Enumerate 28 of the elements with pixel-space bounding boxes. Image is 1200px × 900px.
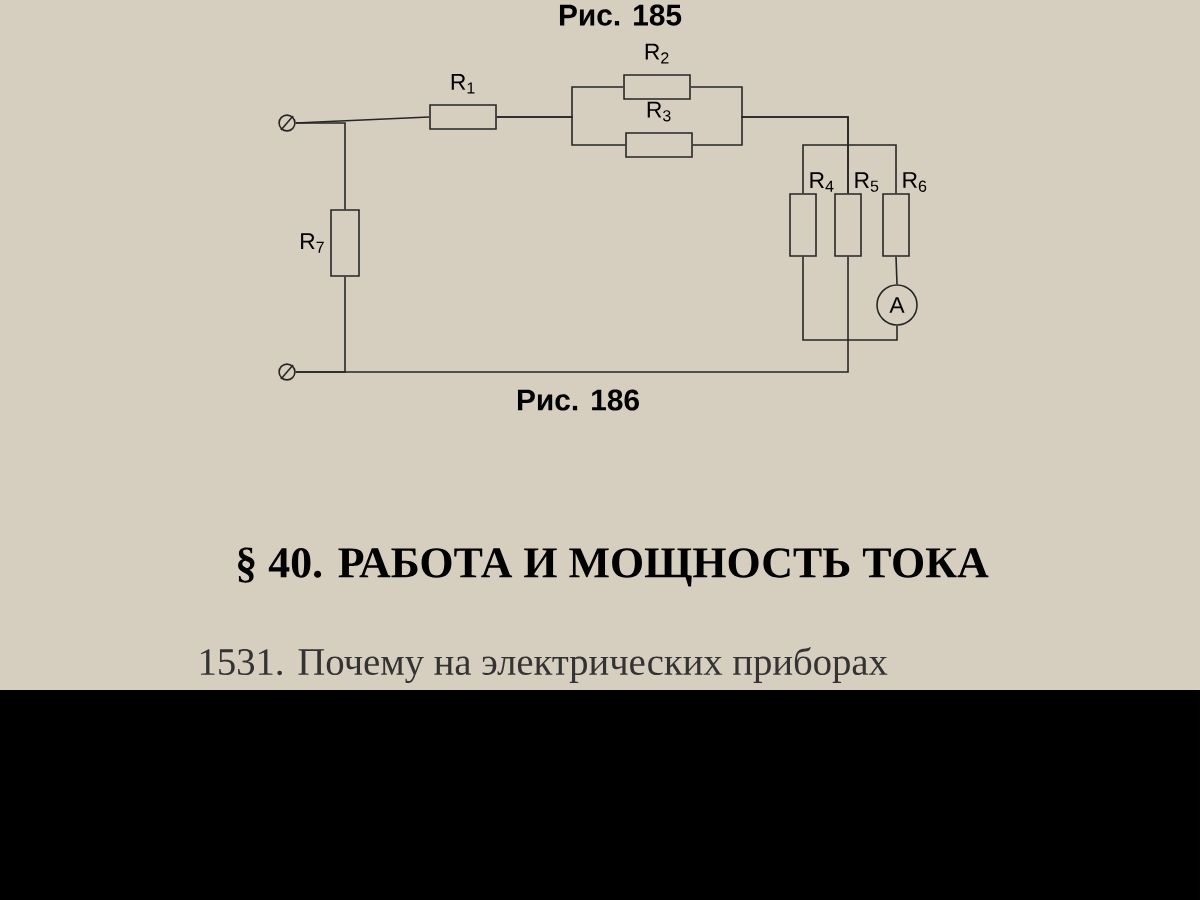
- wire: [496, 116, 626, 146]
- node-label: R$_{4}$: [810, 172, 834, 192]
- wire: [692, 116, 849, 194]
- node-label: R$_{6}$: [903, 172, 927, 192]
- figure-caption: Рис. 185: [559, 4, 682, 26]
- paragraph: 1531. Почему на электрических приборах: [200, 647, 888, 683]
- node-label: R$_{3}$: [647, 101, 671, 122]
- figure-caption: Рис. 186: [517, 389, 639, 411]
- node-label: R$_{5}$: [855, 172, 879, 192]
- resistor: R$_{6}$: [882, 172, 927, 257]
- resistor: R$_{7}$: [301, 209, 360, 277]
- section-heading: § 40. РАБОТА И МОЩНОСТЬ ТОКА: [238, 547, 989, 587]
- ammeter: A: [876, 284, 918, 326]
- wire: [294, 256, 849, 373]
- resistor: R$_{5}$: [834, 172, 879, 257]
- node-label: R$_{7}$: [301, 233, 324, 253]
- node-label: R$_{2}$: [645, 43, 669, 64]
- resistor: R$_{2}$: [623, 43, 691, 100]
- resistor: R$_{1}$: [429, 74, 497, 130]
- wire: [802, 144, 897, 194]
- wire: [802, 256, 898, 341]
- resistor: R$_{3}$: [625, 101, 693, 158]
- terminal: [278, 114, 296, 132]
- node-label: R$_{1}$: [451, 74, 475, 94]
- wire: [895, 256, 898, 285]
- resistor: R$_{4}$: [789, 172, 834, 257]
- terminal: [278, 363, 296, 381]
- wire: [294, 122, 346, 210]
